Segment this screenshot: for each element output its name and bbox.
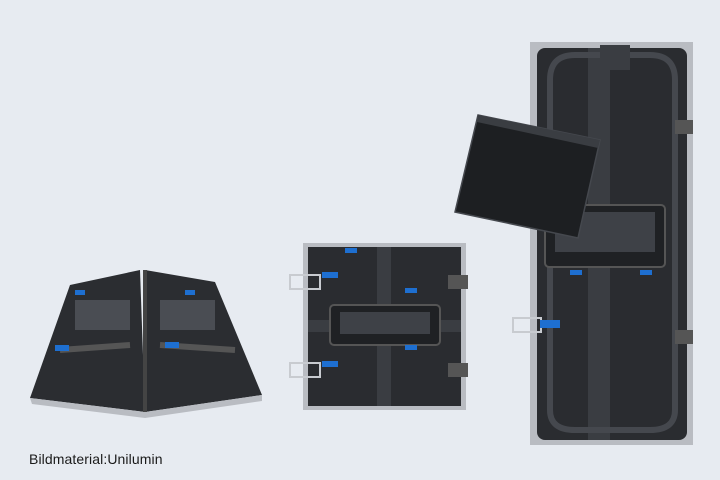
folded-cabinet-pair — [30, 270, 262, 418]
image-credit-caption: Bildmaterial:Unilumin — [29, 451, 163, 467]
tilted-led-module — [454, 114, 601, 239]
tall-cabinet — [512, 42, 693, 445]
square-cabinet — [289, 243, 468, 410]
